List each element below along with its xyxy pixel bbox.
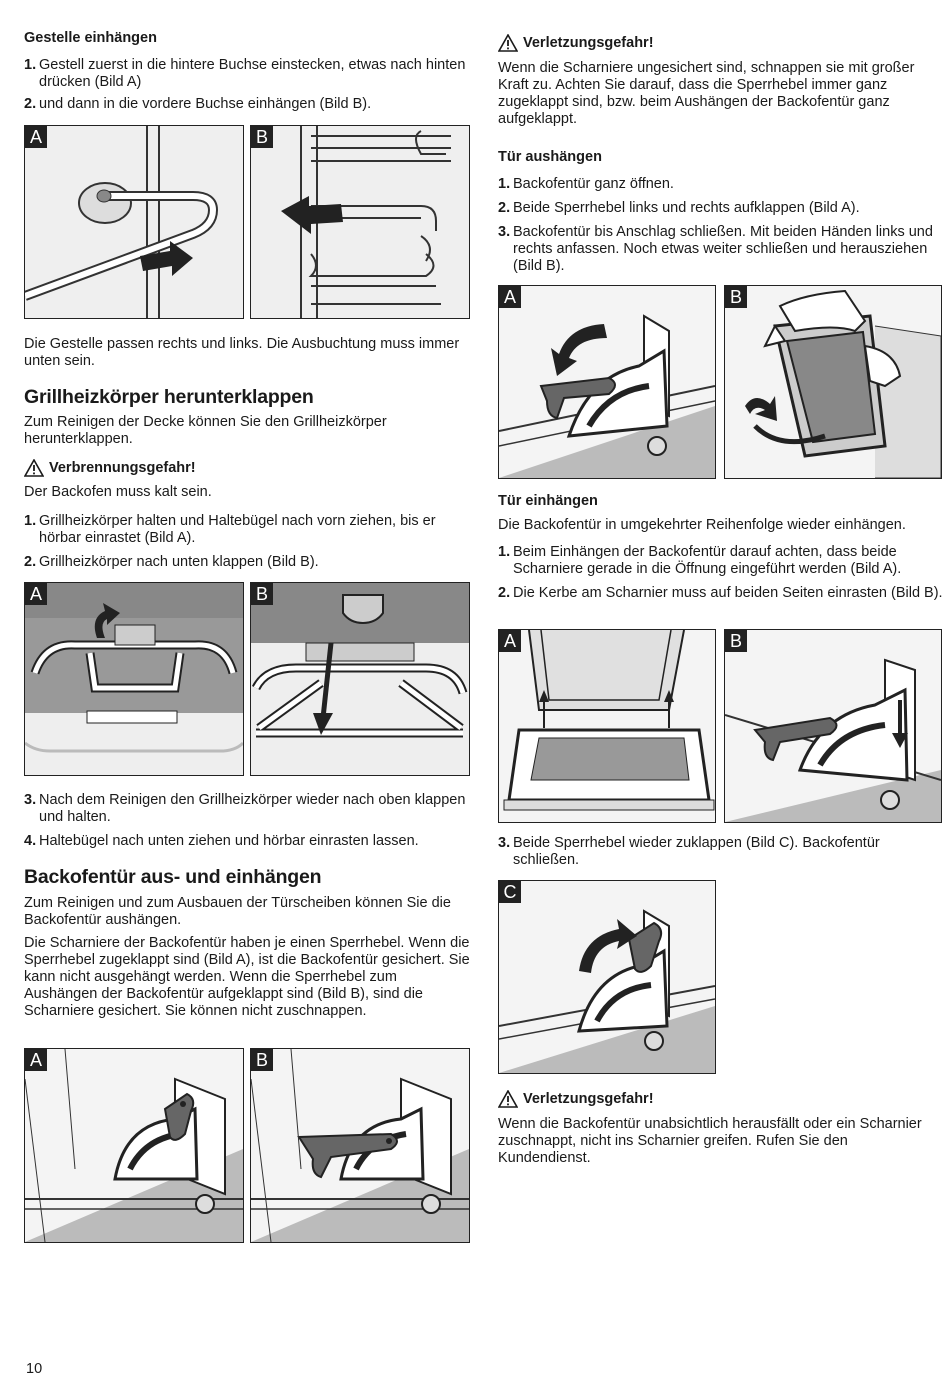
section-heading-door: Backofentür aus- und einhängen [24, 866, 322, 888]
warning-title: Verbrennungsgefahr! [49, 460, 196, 476]
section-heading-grill: Grillheizkörper herunterklappen [24, 386, 314, 408]
list-item: 2.Beide Sperrhebel links und rechts aufk… [498, 200, 860, 216]
grill-intro: Zum Reinigen der Decke können Sie den Gr… [24, 414, 387, 447]
warning-triangle-icon [498, 1090, 518, 1108]
warning-triangle-icon [498, 34, 518, 52]
list-item: 2.Die Kerbe am Scharnier muss auf beiden… [498, 585, 943, 601]
warning-burn: Verbrennungsgefahr! [24, 459, 196, 477]
figure-label: A [499, 286, 521, 308]
list-item: 2.Grillheizkörper nach unten klappen (Bi… [24, 554, 319, 570]
figure-label: B [251, 1049, 273, 1071]
warning-title: Verletzungsgefahr! [523, 1091, 654, 1107]
figure-label: A [25, 583, 47, 605]
warning-text: Wenn die Backofentür unabsichtlich herau… [498, 1116, 922, 1166]
figure-ein-a: A [498, 629, 716, 823]
list-item: 1.Backofentür ganz öffnen. [498, 176, 674, 192]
figure-label: B [725, 286, 747, 308]
figure-label: A [25, 1049, 47, 1071]
ein-steps: 1.Beim Einhängen der Backofentür darauf … [498, 544, 944, 602]
door-paragraph-1: Zum Reinigen und zum Ausbauen der Türsch… [24, 895, 451, 928]
figure-ein-b: B [724, 629, 942, 823]
gestelle-steps: 1.Gestell zuerst in die hintere Buchse e… [24, 57, 470, 113]
list-item: 1.Grillheizkörper halten und Haltebügel … [24, 513, 436, 546]
figure-ein-c: C [498, 880, 716, 1074]
warning-title: Verletzungsgefahr! [523, 35, 654, 51]
warning-injury-1: Verletzungsgefahr! [498, 34, 654, 52]
list-item: 2.und dann in die vordere Buchse einhäng… [24, 96, 372, 112]
list-item: 1.Beim Einhängen der Backofentür darauf … [498, 544, 902, 577]
gestelle-note: Die Gestelle passen rechts und links. Di… [24, 336, 460, 369]
grill-steps: 1.Grillheizkörper halten und Haltebügel … [24, 513, 470, 571]
figure-label: A [25, 126, 47, 148]
list-item: 3.Nach dem Reinigen den Grillheizkörper … [24, 792, 466, 825]
grill-steps-2: 3.Nach dem Reinigen den Grillheizkörper … [24, 792, 470, 850]
warning-injury-2: Verletzungsgefahr! [498, 1090, 654, 1108]
figure-gestell-a: A [24, 125, 244, 319]
ein-intro: Die Backofentür in umgekehrter Reihenfol… [498, 517, 906, 533]
section-heading-einhaengen: Tür einhängen [498, 493, 598, 509]
figure-label: B [251, 126, 273, 148]
section-heading-aushaengen: Tür aushängen [498, 149, 602, 165]
figure-hinge-b: B [250, 1048, 470, 1243]
warning-text: Wenn die Scharniere ungesichert sind, sc… [498, 60, 915, 127]
figure-aus-b: B [724, 285, 942, 479]
list-item: 3.Backofentür bis Anschlag schließen. Mi… [498, 224, 933, 274]
section-heading-gestelle: Gestelle einhängen [24, 30, 157, 46]
figure-grill-a: A [24, 582, 244, 776]
warning-text: Der Backofen muss kalt sein. [24, 484, 212, 500]
figure-grill-b: B [250, 582, 470, 776]
list-item: 3.Beide Sperrhebel wieder zuklappen (Bil… [498, 835, 880, 868]
figure-gestell-b: B [250, 125, 470, 319]
figure-label: C [499, 881, 521, 903]
figure-aus-a: A [498, 285, 716, 479]
page-number: 10 [26, 1361, 43, 1377]
figure-label: B [725, 630, 747, 652]
figure-hinge-a: A [24, 1048, 244, 1243]
figure-label: B [251, 583, 273, 605]
warning-triangle-icon [24, 459, 44, 477]
ein-steps-2: 3.Beide Sperrhebel wieder zuklappen (Bil… [498, 835, 944, 869]
door-paragraph-2: Die Scharniere der Backofentür haben je … [24, 935, 470, 1019]
list-item: 1.Gestell zuerst in die hintere Buchse e… [24, 57, 466, 90]
list-item: 4.Haltebügel nach unten ziehen und hörba… [24, 833, 419, 849]
figure-label: A [499, 630, 521, 652]
aus-steps: 1.Backofentür ganz öffnen. 2.Beide Sperr… [498, 176, 944, 275]
